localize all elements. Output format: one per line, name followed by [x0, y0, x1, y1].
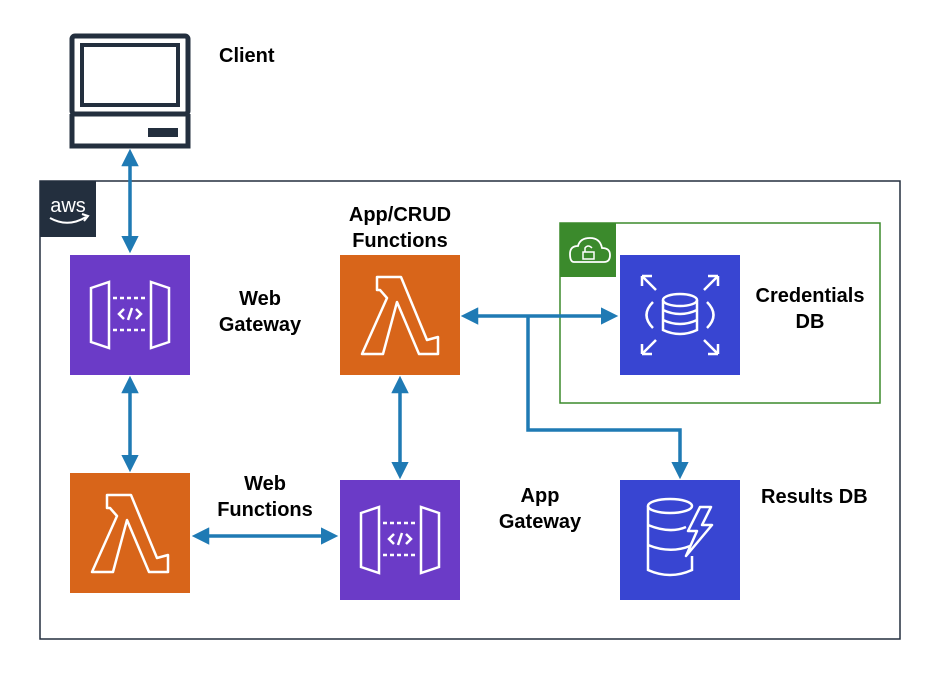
app-crud-lambda-icon	[340, 255, 460, 375]
credentials-db-label-line2: DB	[795, 311, 825, 333]
aws-logo: aws	[40, 181, 96, 237]
cloud-lock-icon	[560, 223, 616, 277]
web-gateway-label: Web Gateway	[212, 286, 308, 338]
web-functions-label: Web Functions	[205, 471, 325, 523]
app-gateway-label-line2: Gateway	[498, 511, 582, 533]
aws-cloud-frame	[39, 180, 901, 640]
client-icon	[69, 33, 191, 149]
web-gateway-label-line2: Gateway	[218, 314, 302, 336]
arrow-appcrud-resultsdb	[526, 316, 689, 480]
credentials-db-label-line1: Credentials	[755, 285, 865, 307]
app-gateway-icon	[340, 480, 460, 600]
app-gateway-label: App Gateway	[490, 483, 590, 535]
credentials-db-icon	[620, 255, 740, 375]
results-db-label: Results DB	[761, 486, 868, 508]
client-label: Client	[219, 45, 275, 67]
web-functions-label-line1: Web	[244, 473, 286, 495]
aws-logo-text: aws	[50, 195, 86, 217]
web-gateway-icon	[70, 255, 190, 375]
app-crud-functions-label: App/CRUD Functions	[330, 202, 470, 254]
arrows	[121, 148, 689, 545]
results-db-icon	[620, 480, 740, 600]
web-functions-label-line2: Functions	[217, 499, 313, 521]
web-gateway-label-line1: Web	[239, 288, 281, 310]
web-functions-lambda-icon	[70, 473, 190, 593]
credentials-db-label: Credentials DB	[745, 283, 875, 335]
app-gateway-label-line1: App	[520, 485, 560, 507]
app-crud-functions-label-line1: App/CRUD	[348, 204, 452, 226]
app-crud-functions-label-line2: Functions	[352, 230, 448, 252]
